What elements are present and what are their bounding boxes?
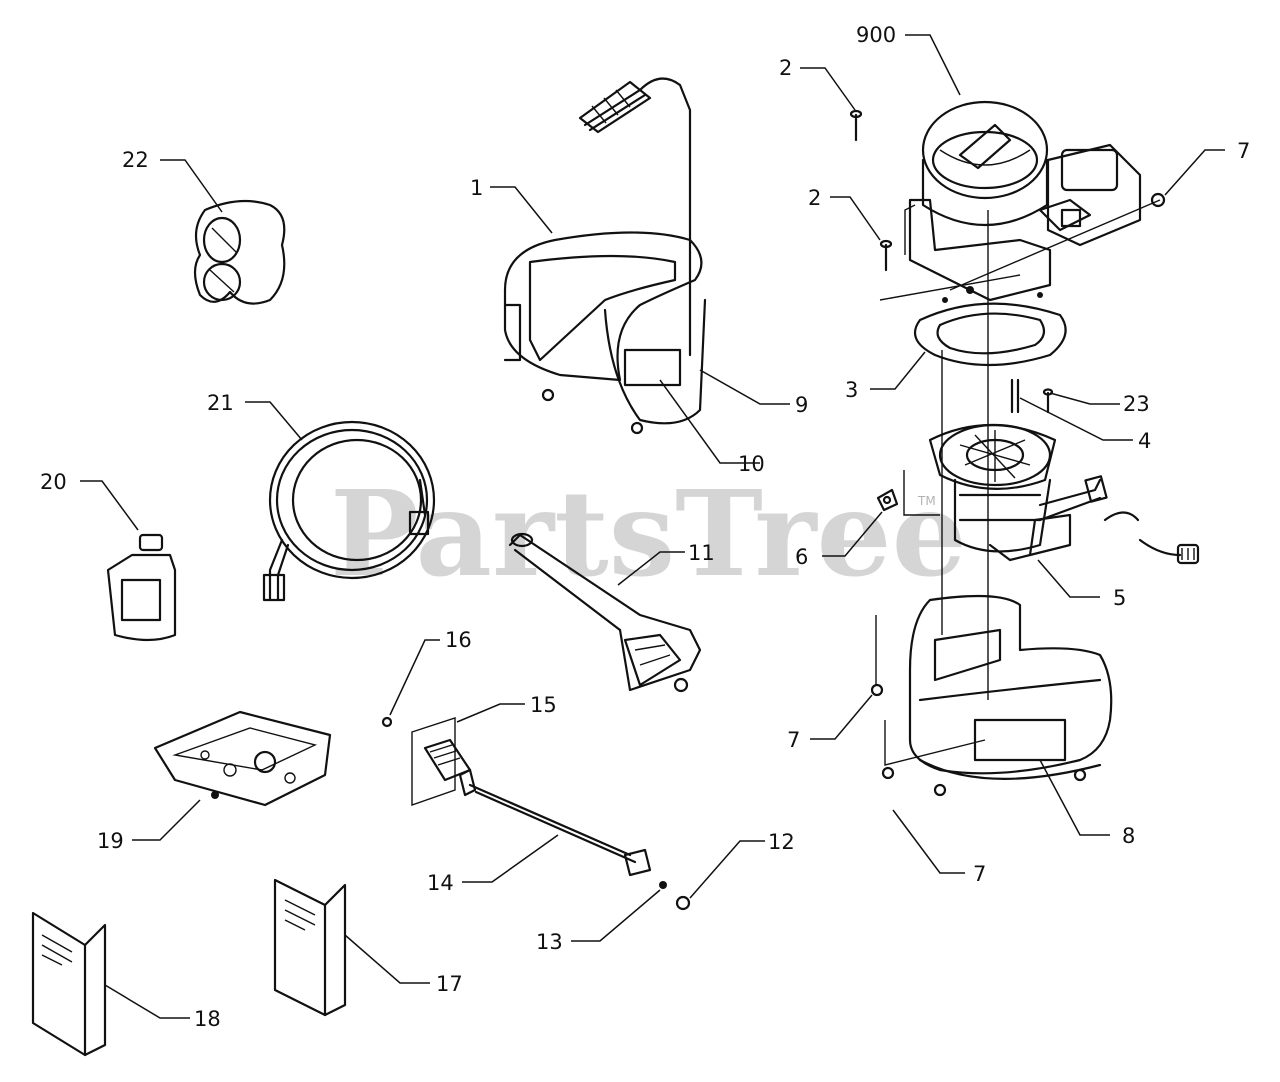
- callout-9[interactable]: 9: [795, 393, 808, 417]
- part-900-engine[interactable]: [904, 100, 1142, 303]
- part-11-spray-gun[interactable]: [508, 532, 702, 693]
- callout-19[interactable]: 19: [97, 829, 124, 853]
- callout-7-top[interactable]: 7: [1237, 139, 1250, 163]
- callout-1[interactable]: 1: [470, 176, 483, 200]
- part-15-label-tag[interactable]: [411, 717, 456, 806]
- callout-21[interactable]: 21: [207, 391, 234, 415]
- leader-lines: [80, 34, 1225, 1019]
- callout-14[interactable]: 14: [427, 871, 454, 895]
- callout-18[interactable]: 18: [194, 1007, 221, 1031]
- part-6-fitting[interactable]: [876, 488, 899, 512]
- part-4-pin[interactable]: [1010, 378, 1020, 414]
- assembly-guide-lines: [875, 199, 1161, 766]
- callout-900[interactable]: 900: [856, 23, 896, 47]
- callout-3[interactable]: 3: [845, 378, 858, 402]
- part-20-oil-bottle[interactable]: [106, 533, 177, 642]
- part-7-nut-bottom[interactable]: [881, 766, 895, 780]
- callout-7-middle[interactable]: 7: [787, 728, 800, 752]
- part-7-nut-middle[interactable]: [870, 683, 884, 697]
- callout-15[interactable]: 15: [530, 693, 557, 717]
- part-19-kit-card[interactable]: [153, 710, 332, 807]
- part-13-washer[interactable]: [659, 881, 667, 889]
- part-3-gasket[interactable]: [913, 302, 1067, 367]
- callout-11[interactable]: 11: [688, 541, 715, 565]
- watermark-logo: PartsTree: [330, 464, 967, 603]
- part-17-manual[interactable]: [273, 878, 347, 1017]
- callout-20[interactable]: 20: [40, 470, 67, 494]
- part-1-handle[interactable]: [503, 77, 707, 435]
- part-5-pump[interactable]: [928, 423, 1200, 565]
- part-2-screw-upper[interactable]: [849, 109, 863, 142]
- callout-4[interactable]: 4: [1138, 429, 1151, 453]
- callout-10[interactable]: 10: [738, 452, 765, 476]
- callout-8[interactable]: 8: [1122, 824, 1135, 848]
- part-18-manual[interactable]: [31, 911, 107, 1057]
- part-22-safety-goggles[interactable]: [193, 199, 286, 305]
- callout-16[interactable]: 16: [445, 628, 472, 652]
- part-7-nut-top[interactable]: [1150, 192, 1166, 208]
- part-21-hose[interactable]: [262, 420, 436, 602]
- part-16-o-ring[interactable]: [381, 716, 393, 728]
- part-23-bolt[interactable]: [1042, 388, 1054, 414]
- watermark-trademark: TM: [917, 494, 936, 508]
- callout-7-bottom[interactable]: 7: [973, 862, 986, 886]
- part-8-base-frame[interactable]: [908, 594, 1113, 797]
- callout-5[interactable]: 5: [1113, 586, 1126, 610]
- callout-12[interactable]: 12: [768, 830, 795, 854]
- callout-22[interactable]: 22: [122, 148, 149, 172]
- part-12-nozzle-tip[interactable]: [675, 895, 691, 911]
- callout-13[interactable]: 13: [536, 930, 563, 954]
- callout-labels: 900 2 2 7 22 1 3 23 4 9 10 21 20 11 6 5 …: [40, 23, 1250, 1031]
- callout-17[interactable]: 17: [436, 972, 463, 996]
- part-2-screw-lower[interactable]: [879, 239, 893, 272]
- callout-23[interactable]: 23: [1123, 392, 1150, 416]
- callout-2-upper[interactable]: 2: [779, 56, 792, 80]
- callout-6[interactable]: 6: [795, 545, 808, 569]
- callout-2-lower[interactable]: 2: [808, 186, 821, 210]
- part-14-spray-lance[interactable]: [423, 738, 652, 877]
